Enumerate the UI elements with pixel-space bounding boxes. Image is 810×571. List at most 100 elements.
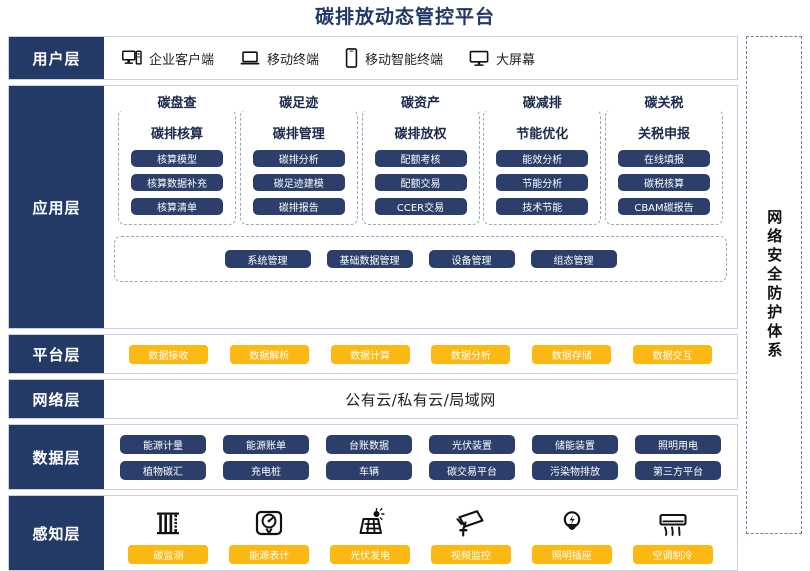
app-group-box: 关税申报 在线填报 碳税核算 CBAM碳报告	[605, 109, 723, 225]
sense-item-label: 碳监测	[128, 545, 209, 564]
carbon-monitor-icon	[153, 504, 183, 538]
sense-item-video-surveillance[interactable]: 视频监控	[430, 504, 511, 564]
app-feature-button[interactable]: 碳税核算	[618, 174, 710, 191]
app-feature-button[interactable]: 核算模型	[131, 150, 223, 167]
desktop-tower-icon	[122, 49, 142, 67]
layer-application: 应用层 碳盘查 碳排核算 核算模型 核算数据补充 核算清单	[8, 85, 738, 329]
app-feature-button[interactable]: CBAM碳报告	[618, 198, 710, 215]
page-title: 碳排放动态管控平台	[314, 6, 495, 28]
app-group-title: 碳资产	[361, 92, 480, 111]
user-item-enterprise-client[interactable]: 企业客户端	[122, 49, 214, 68]
app-group-title: 碳关税	[605, 92, 723, 111]
data-source-button[interactable]: 照明用电	[635, 434, 721, 454]
app-feature-button[interactable]: 配额考核	[374, 150, 467, 167]
user-item-label: 移动智能终端	[365, 52, 444, 68]
sense-item-lighting-socket[interactable]: 照明插座	[531, 504, 612, 564]
platform-capability-button[interactable]: 数据存储	[532, 344, 612, 364]
smartphone-icon	[345, 48, 358, 68]
app-group-subtitle: 碳排管理	[272, 127, 325, 142]
sense-item-solar-power[interactable]: 光伏发电	[330, 504, 411, 564]
app-group-carbon-inventory: 碳盘查 碳排核算 核算模型 核算数据补充 核算清单	[118, 92, 236, 225]
data-source-button[interactable]: 台账数据	[326, 434, 412, 454]
layer-sensing: 感知层	[8, 495, 738, 571]
app-feature-button[interactable]: 碳足迹建模	[252, 174, 345, 191]
management-button-system[interactable]: 系统管理	[224, 250, 311, 268]
platform-capability-button[interactable]: 数据交互	[633, 344, 713, 364]
light-bulb-icon	[557, 504, 587, 538]
app-group-title: 碳盘查	[118, 92, 236, 111]
layer-platform: 平台层 数据接收 数据解析 数据计算 数据分析 数据存储 数据交互	[8, 334, 738, 374]
layer-label-application: 应用层	[9, 86, 104, 328]
user-item-mobile-terminal[interactable]: 移动终端	[240, 49, 319, 68]
sense-item-energy-meter[interactable]: 能源表计	[229, 504, 310, 564]
data-source-button[interactable]: 能源账单	[223, 434, 309, 454]
app-feature-button[interactable]: 碳排分析	[252, 150, 345, 167]
solar-panel-icon	[355, 504, 385, 538]
cctv-camera-icon	[455, 504, 487, 538]
app-group-title: 碳足迹	[239, 92, 358, 111]
app-group-box: 节能优化 能效分析 节能分析 技术节能	[483, 109, 602, 225]
security-system-band: 网络安全防护体系	[746, 36, 802, 534]
app-group-box: 碳排管理 碳排分析 碳足迹建模 碳排报告	[239, 109, 358, 225]
data-source-row-2: 植物碳汇 充电桩 车辆 碳交易平台 污染物排放 第三方平台	[120, 460, 721, 480]
layer-label-sensing: 感知层	[9, 496, 104, 570]
layer-network: 网络层 公有云/私有云/局域网	[8, 379, 738, 419]
layer-label-platform: 平台层	[9, 335, 104, 373]
app-group-subtitle: 碳排放权	[394, 127, 447, 142]
app-group-subtitle: 节能优化	[516, 127, 569, 142]
sense-item-carbon-monitor[interactable]: 碳监测	[128, 504, 209, 564]
app-feature-button[interactable]: 技术节能	[496, 198, 589, 215]
data-source-button[interactable]: 光伏装置	[429, 434, 515, 454]
energy-meter-icon	[254, 504, 284, 538]
application-group-list: 碳盘查 碳排核算 核算模型 核算数据补充 核算清单 碳足迹 碳排管理	[114, 92, 727, 225]
app-group-subtitle: 碳排核算	[150, 127, 203, 142]
platform-capability-button[interactable]: 数据接收	[128, 344, 208, 364]
app-group-title: 碳减排	[483, 92, 602, 111]
user-item-label: 企业客户端	[149, 52, 215, 68]
app-feature-button[interactable]: 在线填报	[618, 150, 710, 167]
user-item-large-screen[interactable]: 大屏幕	[469, 49, 535, 68]
platform-capability-button[interactable]: 数据计算	[330, 344, 410, 364]
data-source-button[interactable]: 储能装置	[532, 434, 618, 454]
app-group-box: 碳排放权 配额考核 配额交易 CCER交易	[361, 109, 480, 225]
network-description: 公有云/私有云/局域网	[345, 390, 496, 409]
data-source-button[interactable]: 车辆	[326, 460, 412, 480]
layer-body-platform: 数据接收 数据解析 数据计算 数据分析 数据存储 数据交互	[104, 335, 737, 373]
app-group-carbon-tariff: 碳关税 关税申报 在线填报 碳税核算 CBAM碳报告	[605, 92, 723, 225]
data-source-button[interactable]: 污染物排放	[532, 460, 618, 480]
app-group-carbon-footprint: 碳足迹 碳排管理 碳排分析 碳足迹建模 碳排报告	[239, 92, 358, 225]
app-feature-button[interactable]: CCER交易	[374, 198, 467, 215]
app-feature-button[interactable]: 配额交易	[374, 174, 467, 191]
application-management-box: 系统管理 基础数据管理 设备管理 组态管理	[114, 236, 727, 282]
architecture-diagram: 用户层	[8, 36, 738, 571]
layer-body-application: 碳盘查 碳排核算 核算模型 核算数据补充 核算清单 碳足迹 碳排管理	[104, 86, 737, 328]
user-item-smart-mobile-terminal[interactable]: 移动智能终端	[345, 48, 443, 68]
platform-capability-button[interactable]: 数据分析	[431, 344, 511, 364]
data-source-button[interactable]: 充电桩	[223, 460, 309, 480]
sense-item-label: 空调制冷	[632, 545, 713, 564]
app-group-carbon-reduction: 碳减排 节能优化 能效分析 节能分析 技术节能	[483, 92, 602, 225]
app-feature-button[interactable]: 碳排报告	[252, 198, 345, 215]
management-button-basic-data[interactable]: 基础数据管理	[326, 250, 413, 268]
management-button-device[interactable]: 设备管理	[428, 250, 515, 268]
user-item-label: 移动终端	[267, 52, 320, 68]
app-feature-button[interactable]: 能效分析	[496, 150, 589, 167]
platform-capability-button[interactable]: 数据解析	[229, 344, 309, 364]
laptop-icon	[240, 50, 260, 67]
layer-data: 数据层 能源计量 能源账单 台账数据 光伏装置 储能装置 照明用电 植物碳汇 充…	[8, 424, 738, 490]
layer-body-sensing: 碳监测 能源表计	[104, 496, 737, 570]
layer-body-data: 能源计量 能源账单 台账数据 光伏装置 储能装置 照明用电 植物碳汇 充电桩 车…	[104, 425, 737, 489]
layer-label-data: 数据层	[9, 425, 104, 489]
data-source-button[interactable]: 第三方平台	[635, 460, 721, 480]
app-feature-button[interactable]: 核算清单	[131, 198, 223, 215]
app-feature-button[interactable]: 节能分析	[496, 174, 589, 191]
app-feature-button[interactable]: 核算数据补充	[131, 174, 223, 191]
sense-item-air-conditioning[interactable]: 空调制冷	[632, 504, 713, 564]
data-source-button[interactable]: 植物碳汇	[120, 460, 206, 480]
sense-item-label: 照明插座	[531, 545, 612, 564]
layer-body-network: 公有云/私有云/局域网	[104, 380, 737, 418]
management-button-configuration[interactable]: 组态管理	[530, 250, 617, 268]
data-source-button[interactable]: 能源计量	[120, 434, 206, 454]
data-source-button[interactable]: 碳交易平台	[429, 460, 515, 480]
app-group-box: 碳排核算 核算模型 核算数据补充 核算清单	[118, 109, 236, 225]
